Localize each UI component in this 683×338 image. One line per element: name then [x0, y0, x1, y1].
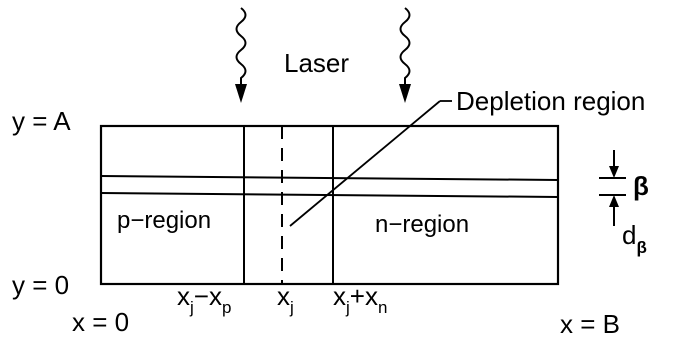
n-region-label: n−region [375, 211, 469, 238]
beta-arrowhead-top [609, 166, 619, 178]
x-right-label: x = B [560, 309, 620, 338]
depletion-region-label: Depletion region [456, 86, 645, 116]
xj-label: xj [277, 281, 294, 317]
depletion-leader [289, 100, 441, 227]
y-bottom-label: y = 0 [12, 270, 69, 300]
xj-minus-xp-label: xj−xp [177, 281, 231, 317]
laser-arrowhead-left [235, 84, 247, 103]
beta-arrowhead-bottom [609, 195, 619, 207]
layer-top-line [100, 175, 559, 181]
xj-plus-xn-label: xj+xn [333, 281, 387, 317]
beta-label: β [633, 171, 649, 201]
laser-label: Laser [284, 48, 349, 78]
x-left-label: x = 0 [72, 307, 129, 337]
device-outline [99, 124, 560, 286]
laser-arrowhead-right [399, 84, 411, 103]
d-beta-label: dβ [622, 220, 647, 257]
laser-arrow-right [399, 7, 411, 86]
laser-arrow-left [235, 7, 247, 86]
y-top-label: y = A [12, 106, 71, 136]
p-region-label: p−region [117, 207, 211, 234]
layer-bottom-line [100, 192, 559, 198]
